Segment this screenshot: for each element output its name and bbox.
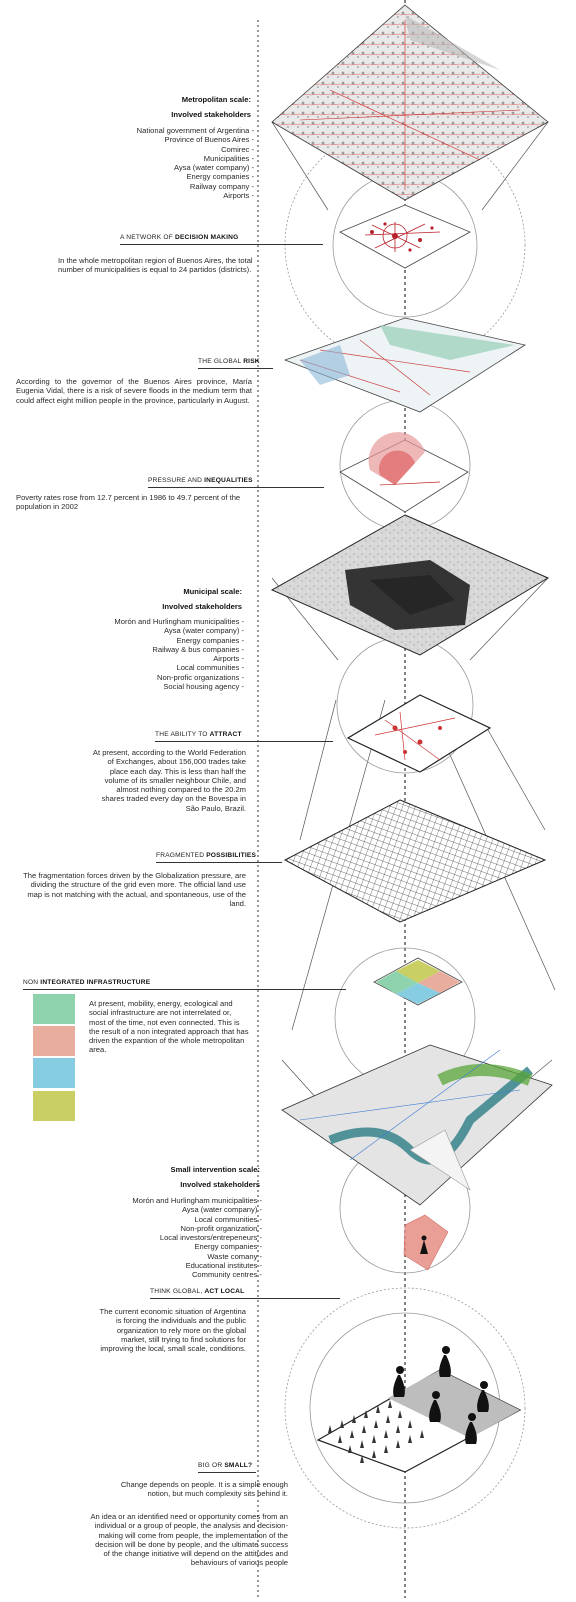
act-local-text: The current economic situation of Argent…: [99, 1307, 246, 1354]
list-item: National government of Argentina -: [136, 126, 254, 135]
list-item: Airports -: [223, 191, 254, 201]
metropolitan-stakeholder-list: National government of Argentina - Provi…: [14, 126, 254, 200]
list-item: Aysa (water company) -: [163, 626, 244, 636]
list-item: Comirec -: [221, 144, 254, 154]
attract-rule: [155, 741, 333, 743]
network-heading: A NETWORK OF DECISION MAKING: [120, 234, 239, 241]
risk-text: According to the governor of the Buenos …: [16, 377, 252, 405]
act-local-slab: [403, 1214, 449, 1271]
municipal-map-slab: [270, 514, 550, 656]
infrastructure-heading: NON INTEGRATED INFRASTRUCTURE: [23, 979, 151, 986]
act-local-rule: [150, 1298, 340, 1300]
list-item: Local communities -: [176, 663, 244, 673]
list-item: Railway company -: [189, 181, 254, 191]
mobility-swatch: [33, 994, 75, 1024]
list-item: Morón and Hurlingham municipalities -: [114, 617, 244, 626]
list-item: Community centres -: [191, 1270, 262, 1280]
attract-slab: [346, 694, 492, 773]
social-swatch: [33, 1091, 75, 1121]
risk-map-slab: [283, 317, 527, 413]
pressure-rule: [148, 487, 324, 489]
risk-heading: THE GLOBAL RISK: [198, 358, 260, 365]
metropolitan-title: Metropolitan scale:: [181, 95, 251, 104]
small-subtitle: Involved stakeholders: [180, 1180, 260, 1189]
list-item: Energy companies -: [176, 635, 244, 645]
fragmented-heading: FRAGMENTED POSSIBILITIES: [156, 852, 257, 859]
fragmented-grid-slab: [283, 799, 547, 923]
list-item: Aysa (water company) -: [181, 1205, 262, 1215]
big-small-heading: BIG OR SMALL?: [198, 1462, 253, 1469]
attract-heading: THE ABILITY TO ATTRACT: [155, 731, 242, 738]
ecological-swatch: [33, 1058, 75, 1088]
list-item: Province of Buenos Aires -: [164, 135, 254, 145]
list-item: Social housing agency -: [163, 682, 244, 692]
fragmented-text: The fragmentation forces driven by the G…: [23, 871, 246, 908]
people-slab: [316, 1346, 522, 1473]
infrastructure-text: At present, mobility, energy, ecological…: [89, 999, 249, 1055]
big-small-text-1: Change depends on people. It is a simple…: [120, 1480, 288, 1499]
municipal-title: Municipal scale:: [183, 587, 242, 596]
list-item: Non-profit organization -: [180, 1223, 262, 1233]
small-intervention-map-slab: [281, 1044, 553, 1206]
fragmented-rule: [156, 862, 282, 864]
network-rule: [120, 244, 323, 246]
energy-swatch: [33, 1026, 75, 1056]
list-item: Local communities -: [194, 1214, 262, 1224]
list-item: Non-profic organizations -: [157, 672, 244, 682]
list-item: Energy companies -: [194, 1242, 262, 1252]
big-small-rule: [198, 1472, 256, 1474]
municipal-stakeholder-list: Morón and Hurlingham municipalities - Ay…: [4, 617, 244, 691]
municipal-subtitle: Involved stakeholders: [162, 602, 242, 611]
list-item: Railway & bus companies -: [152, 644, 244, 654]
small-title: Small intervention scale:: [170, 1165, 260, 1174]
list-item: Morón and Hurlingham municipalities -: [132, 1196, 262, 1205]
metropolitan-subtitle: Involved stakeholders: [171, 110, 251, 119]
act-local-heading: THINK GLOBAL, ACT LOCAL: [150, 1288, 245, 1295]
list-item: Aysa (water company) -: [173, 163, 254, 173]
risk-rule: [198, 368, 273, 370]
list-item: Waste comany -: [207, 1251, 262, 1261]
pressure-slab: [339, 432, 469, 513]
infrastructure-rule: [23, 989, 346, 991]
pressure-text: Poverty rates rose from 12.7 percent in …: [16, 493, 241, 512]
infrastructure-slab: [373, 957, 463, 1006]
small-stakeholder-list: Morón and Hurlingham municipalities - Ay…: [12, 1196, 262, 1280]
metropolitan-map-slab: [271, 4, 549, 201]
list-item: Energy companies -: [186, 172, 254, 182]
pressure-heading: PRESSURE AND INEQUALITIES: [148, 477, 253, 484]
attract-text: At present, according to the World Feder…: [92, 748, 246, 813]
list-item: Airports -: [213, 654, 244, 664]
list-item: Local investors/entrepeneurs -: [159, 1233, 262, 1243]
list-item: Municipalities -: [203, 153, 254, 163]
big-small-text-2: An idea or an identified need or opportu…: [90, 1512, 288, 1568]
network-text: In the whole metropolitan region of Buen…: [58, 256, 253, 275]
network-slab: [339, 204, 471, 269]
list-item: Educational institutes -: [185, 1261, 262, 1271]
